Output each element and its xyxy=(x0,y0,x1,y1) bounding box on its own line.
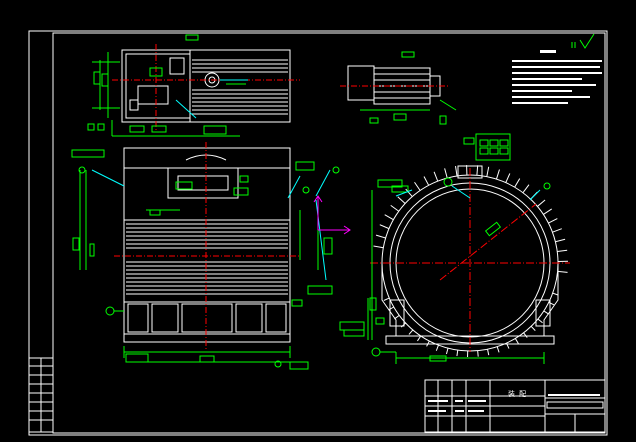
front-view xyxy=(71,142,340,370)
cooling-fin xyxy=(394,314,400,320)
cooling-fin xyxy=(555,238,566,243)
cooling-fin xyxy=(537,318,543,324)
cooling-fin xyxy=(514,178,521,188)
cooling-fin xyxy=(537,199,546,207)
cooling-fin xyxy=(522,184,530,194)
technical-notes xyxy=(512,50,602,104)
cooling-fin xyxy=(495,169,500,180)
cooling-fin xyxy=(476,165,479,176)
cooling-fin xyxy=(477,350,479,357)
end-view-fins xyxy=(373,165,568,357)
cooling-fin xyxy=(414,181,421,191)
cooling-fin xyxy=(408,329,414,335)
cooling-fin xyxy=(456,350,459,357)
top-view-fins xyxy=(192,59,288,115)
cooling-fin xyxy=(435,344,439,351)
cooling-fin xyxy=(383,297,390,301)
cooling-fin xyxy=(552,292,559,296)
cooling-fin xyxy=(552,228,562,233)
ucs-icon xyxy=(313,195,351,235)
cooling-fin xyxy=(397,196,406,204)
cooling-fin xyxy=(514,338,519,344)
cooling-fin xyxy=(548,218,558,224)
cooling-fin xyxy=(486,166,490,177)
cooling-fin xyxy=(543,208,552,215)
cooling-fin xyxy=(496,346,500,353)
cooling-fin xyxy=(445,348,449,355)
cooling-fin xyxy=(388,306,395,311)
cooling-fin xyxy=(400,322,406,328)
cooling-fin xyxy=(543,310,550,315)
title-block xyxy=(424,379,606,433)
cooling-fin xyxy=(433,171,439,182)
sheet-frame xyxy=(28,30,608,436)
cooling-fin xyxy=(557,249,568,253)
title-block-small-text xyxy=(428,394,600,412)
cooling-fin xyxy=(405,188,413,197)
roughness-symbol xyxy=(571,33,595,49)
cooling-fin xyxy=(505,173,511,183)
cooling-fin xyxy=(417,335,422,342)
cooling-fin xyxy=(506,342,510,349)
cooling-fin xyxy=(423,176,430,186)
cooling-fin xyxy=(557,270,568,273)
cooling-fin xyxy=(426,340,430,347)
cooling-fin xyxy=(390,204,400,212)
cooling-fin xyxy=(384,214,394,221)
cooling-fin xyxy=(444,168,448,179)
cooling-fin xyxy=(455,166,458,177)
cooling-fin xyxy=(379,224,390,230)
cooling-fin xyxy=(487,349,490,356)
end-view xyxy=(339,133,570,364)
side-view xyxy=(340,51,457,125)
cooling-fin xyxy=(530,325,536,331)
front-view-fins xyxy=(126,223,288,295)
cooling-fin xyxy=(523,332,528,338)
title-block-label: 装 配 xyxy=(508,389,526,398)
cooling-fin xyxy=(373,245,384,249)
top-view xyxy=(87,34,300,137)
cooling-fin xyxy=(375,234,386,239)
cooling-fin xyxy=(548,301,555,306)
